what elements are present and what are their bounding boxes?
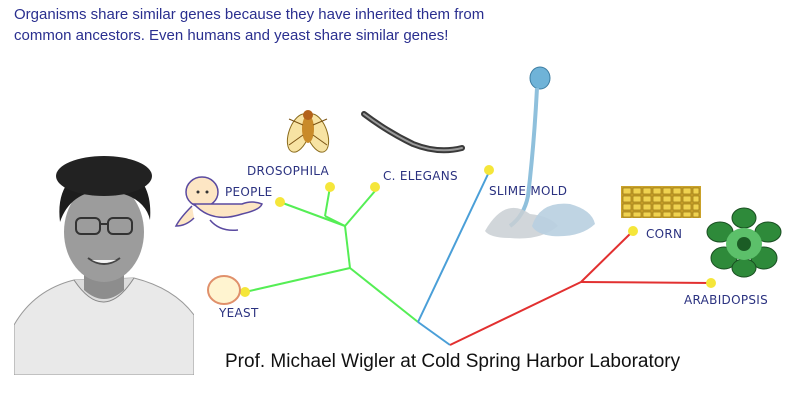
label-corn: CORN: [646, 227, 683, 241]
slime-mold-branch: [417, 171, 490, 346]
intro-line-2: common ancestors. Even humans and yeast …: [14, 27, 449, 44]
fruit-fly-icon: [286, 110, 330, 153]
node-dot-c-elegans: [370, 182, 380, 192]
node-dots: [240, 165, 716, 297]
man-portrait: [14, 150, 194, 375]
label-c-elegans: C. ELEGANS: [383, 169, 458, 183]
label-drosophila: DROSOPHILA: [247, 164, 330, 178]
yeast-cell-icon: [207, 275, 241, 305]
corn-icon: [621, 186, 701, 218]
intro-text: Organisms share similar genes because th…: [14, 4, 614, 46]
slime-mold-icon: [485, 66, 595, 239]
label-yeast: YEAST: [219, 306, 259, 320]
node-dot-slime-mold: [484, 165, 494, 175]
arabidopsis-plant-icon: [706, 207, 782, 278]
caption: Prof. Michael Wigler at Cold Spring Harb…: [225, 351, 681, 372]
node-dot-corn: [628, 226, 638, 236]
node-dot-yeast: [240, 287, 250, 297]
label-slime-mold: SLIME MOLD: [489, 184, 568, 198]
label-arabidopsis: ARABIDOPSIS: [684, 293, 769, 307]
worm-icon: [361, 111, 465, 154]
intro-line-1: Organisms share similar genes because th…: [14, 6, 485, 23]
plant-branches: [449, 230, 712, 346]
node-dot-arabidopsis: [706, 278, 716, 288]
node-dot-drosophila: [325, 182, 335, 192]
node-dot-people: [275, 197, 285, 207]
animal-branches: [244, 186, 419, 323]
baby-icon: [174, 176, 263, 232]
label-people: PEOPLE: [225, 185, 273, 199]
